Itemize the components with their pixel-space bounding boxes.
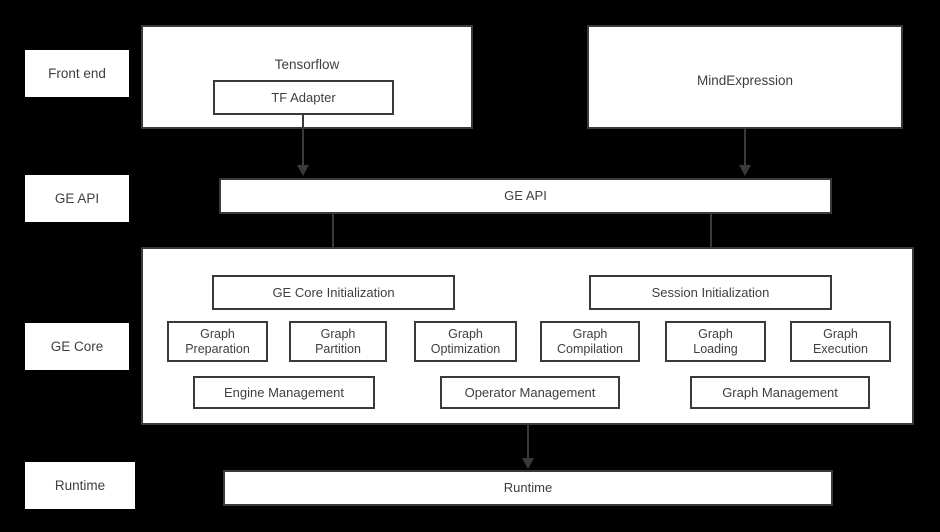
graph-execution-label: Graph Execution	[813, 326, 868, 356]
stage-label-runtime: Runtime	[25, 462, 135, 509]
ge-core-initialization-label: GE Core Initialization	[272, 284, 395, 300]
operator-management-label: Operator Management	[464, 384, 596, 400]
tf-adapter-label: TF Adapter	[271, 89, 336, 105]
mindexpression-title: MindExpression	[696, 73, 794, 88]
graph-loading-box[interactable]: Graph Loading	[665, 321, 766, 362]
graph-compilation-label: Graph Compilation	[556, 326, 623, 356]
ge-core-initialization-box[interactable]: GE Core Initialization	[212, 275, 455, 310]
operator-management-box[interactable]: Operator Management	[440, 376, 620, 409]
graph-compilation-box[interactable]: Graph Compilation	[540, 321, 640, 362]
graph-partition-label: Graph Partition	[315, 326, 361, 356]
mindexpression-panel[interactable]: MindExpression	[587, 25, 903, 129]
connector-tf-adapter-to-ge-api-arrow	[297, 165, 309, 176]
stage-label-ge-core: GE Core	[25, 323, 129, 370]
connector-ge-core-to-runtime-arrow	[522, 458, 534, 469]
stage-label-runtime-text: Runtime	[54, 478, 106, 493]
ge-api-bar-label: GE API	[504, 188, 547, 204]
connector-mindexpression-to-ge-api-line	[744, 129, 746, 167]
graph-partition-box[interactable]: Graph Partition	[289, 321, 387, 362]
graph-management-label: Graph Management	[722, 384, 838, 400]
connector-ge-api-to-session-init-line	[710, 214, 712, 264]
connector-ge-api-to-ge-core-init-line	[332, 214, 334, 264]
runtime-bar[interactable]: Runtime	[223, 470, 833, 506]
graph-execution-box[interactable]: Graph Execution	[790, 321, 891, 362]
engine-management-box[interactable]: Engine Management	[193, 376, 375, 409]
connector-ge-core-to-runtime-line	[527, 425, 529, 460]
connector-tf-adapter-to-ge-api-line	[302, 114, 304, 167]
engine-management-label: Engine Management	[224, 384, 344, 400]
graph-loading-label: Graph Loading	[693, 326, 738, 356]
session-initialization-label: Session Initialization	[651, 284, 770, 300]
stage-label-front-end-text: Front end	[48, 66, 106, 81]
runtime-bar-label: Runtime	[503, 480, 553, 496]
stage-label-ge-api-text: GE API	[54, 191, 100, 206]
stage-label-ge-api: GE API	[25, 175, 129, 222]
tensorflow-title: Tensorflow	[274, 57, 340, 72]
tf-adapter-box[interactable]: TF Adapter	[213, 80, 394, 115]
graph-optimization-box[interactable]: Graph Optimization	[414, 321, 517, 362]
graph-optimization-label: Graph Optimization	[430, 326, 501, 356]
graph-preparation-label: Graph Preparation	[185, 326, 250, 356]
stage-label-front-end: Front end	[25, 50, 129, 97]
connector-mindexpression-to-ge-api-arrow	[739, 165, 751, 176]
stage-label-ge-core-text: GE Core	[50, 339, 104, 354]
graph-preparation-box[interactable]: Graph Preparation	[167, 321, 268, 362]
ge-api-bar[interactable]: GE API	[219, 178, 832, 214]
graph-management-box[interactable]: Graph Management	[690, 376, 870, 409]
session-initialization-box[interactable]: Session Initialization	[589, 275, 832, 310]
